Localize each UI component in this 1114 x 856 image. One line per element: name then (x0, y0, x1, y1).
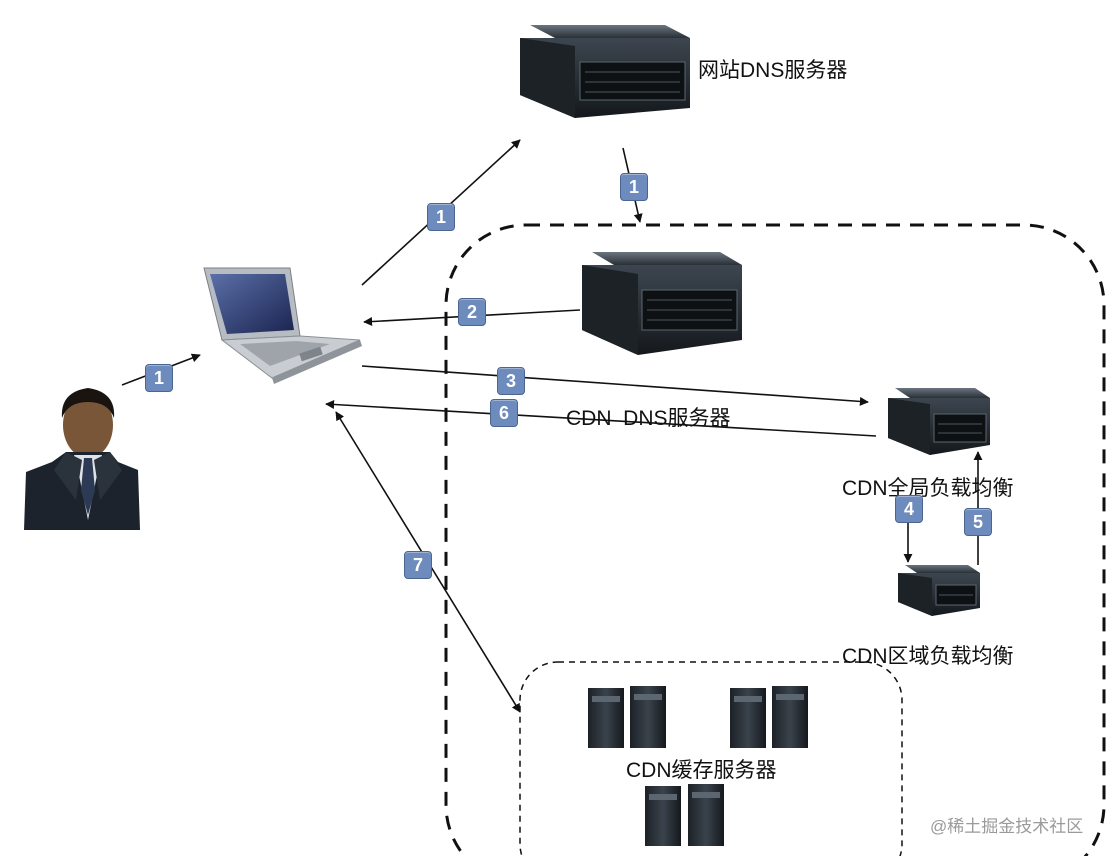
step-badge: 1 (427, 203, 455, 231)
cache-group-boundary (519, 661, 903, 856)
global-load-balancer-icon (888, 388, 990, 455)
watermark: @稀土掘金技术社区 (930, 817, 1084, 836)
server-tower-icon (588, 686, 666, 748)
step-badge: 6 (490, 399, 518, 427)
global-lb-label: CDN全局负载均衡 (842, 477, 1014, 500)
step-badge: 5 (964, 508, 992, 536)
site-dns-label: 网站DNS服务器 (698, 59, 848, 82)
step-badge: 1 (145, 364, 173, 392)
regional-load-balancer-icon (898, 565, 980, 616)
step-badge: 7 (404, 551, 432, 579)
region-lb-label: CDN区域负载均衡 (842, 645, 1014, 668)
server-tower-icon (730, 686, 808, 748)
step-badge: 1 (620, 173, 648, 201)
cdn-dns-label: CDN DNS服务器 (566, 407, 731, 430)
server-tower-icon (645, 784, 724, 846)
step-badge: 4 (895, 495, 923, 523)
site-dns-server-icon (520, 25, 690, 118)
cache-label: CDN缓存服务器 (626, 759, 777, 782)
cache-servers-icon (588, 686, 808, 846)
laptop-icon (203, 267, 362, 384)
arrow-global-lb-to-laptop (325, 399, 877, 437)
step-badge: 3 (497, 367, 525, 395)
step-badge: 2 (458, 298, 486, 326)
cdn-dns-server-icon (582, 252, 742, 355)
user-avatar-icon (24, 388, 140, 530)
arrow-laptop-to-global-lb (361, 365, 869, 406)
